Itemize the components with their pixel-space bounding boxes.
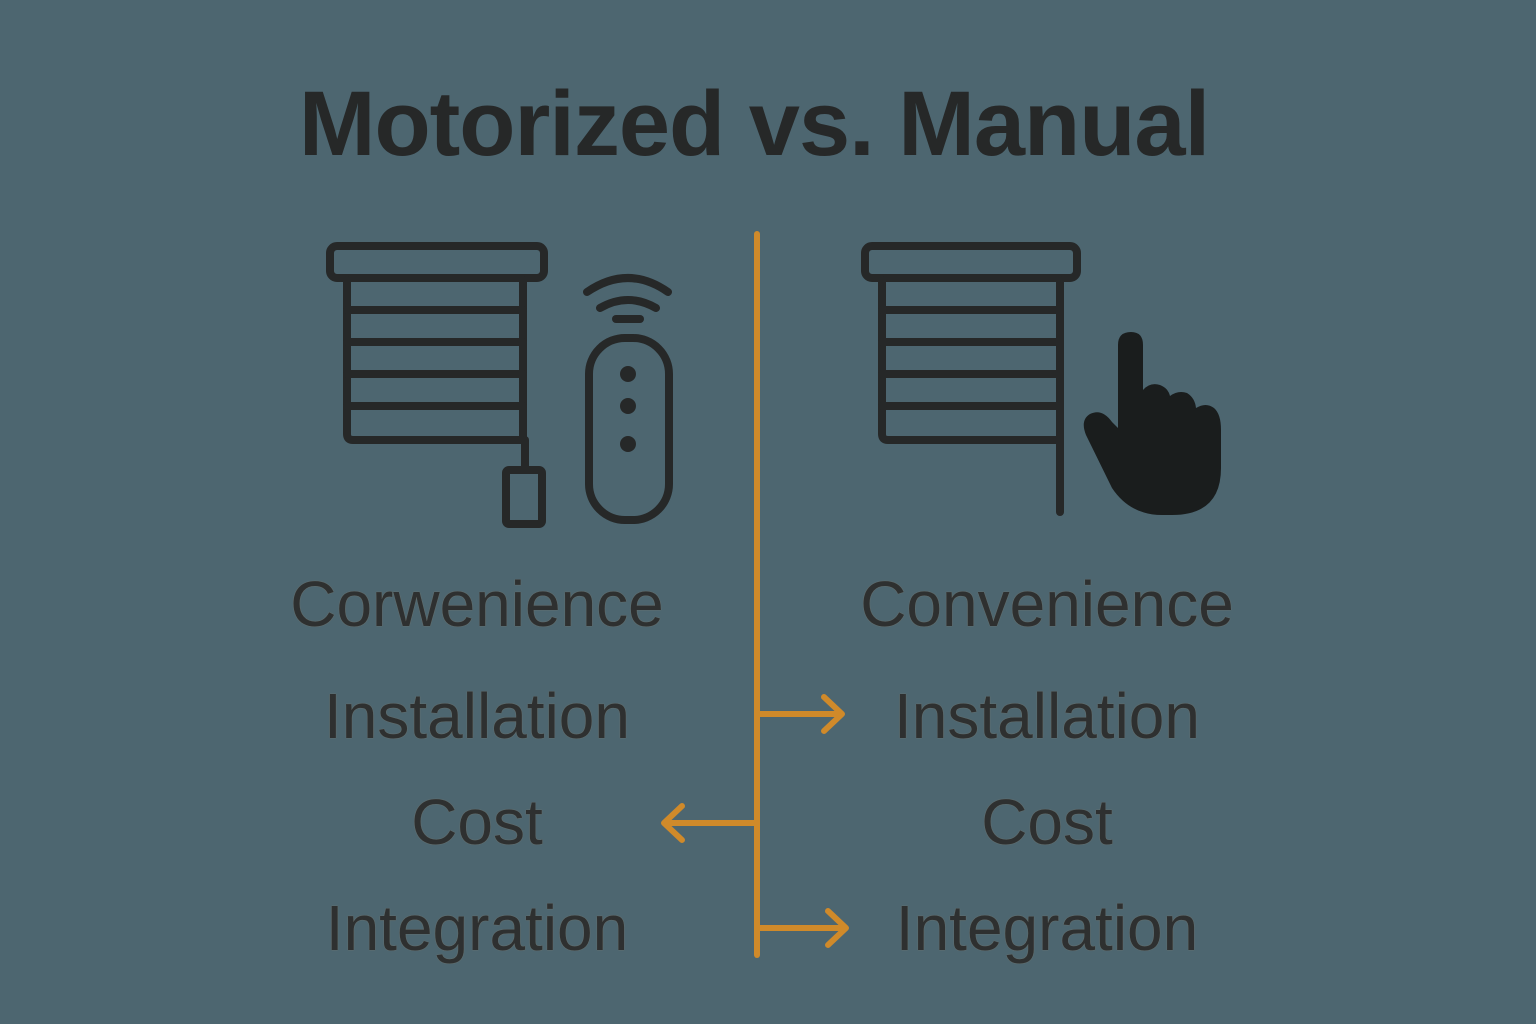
- right-item-installation: Installation: [894, 680, 1200, 752]
- motorized-blind-with-remote-icon: [310, 230, 690, 545]
- left-item-convenience: Corwenience: [290, 568, 664, 640]
- right-item-cost: Cost: [981, 786, 1113, 858]
- page-title: Motorized vs. Manual: [298, 73, 1210, 175]
- pointing-hand-icon: [1083, 332, 1221, 515]
- right-item-convenience: Convenience: [860, 568, 1234, 640]
- arrow-right-icon: [757, 908, 849, 948]
- manual-blind-with-hand-icon: [850, 230, 1240, 535]
- left-item-cost: Cost: [411, 786, 543, 858]
- right-item-integration: Integration: [895, 892, 1199, 964]
- arrow-left-icon: [661, 803, 757, 843]
- left-item-installation: Installation: [324, 680, 630, 752]
- arrow-right-icon: [757, 694, 845, 734]
- left-item-integration: Integration: [325, 892, 629, 964]
